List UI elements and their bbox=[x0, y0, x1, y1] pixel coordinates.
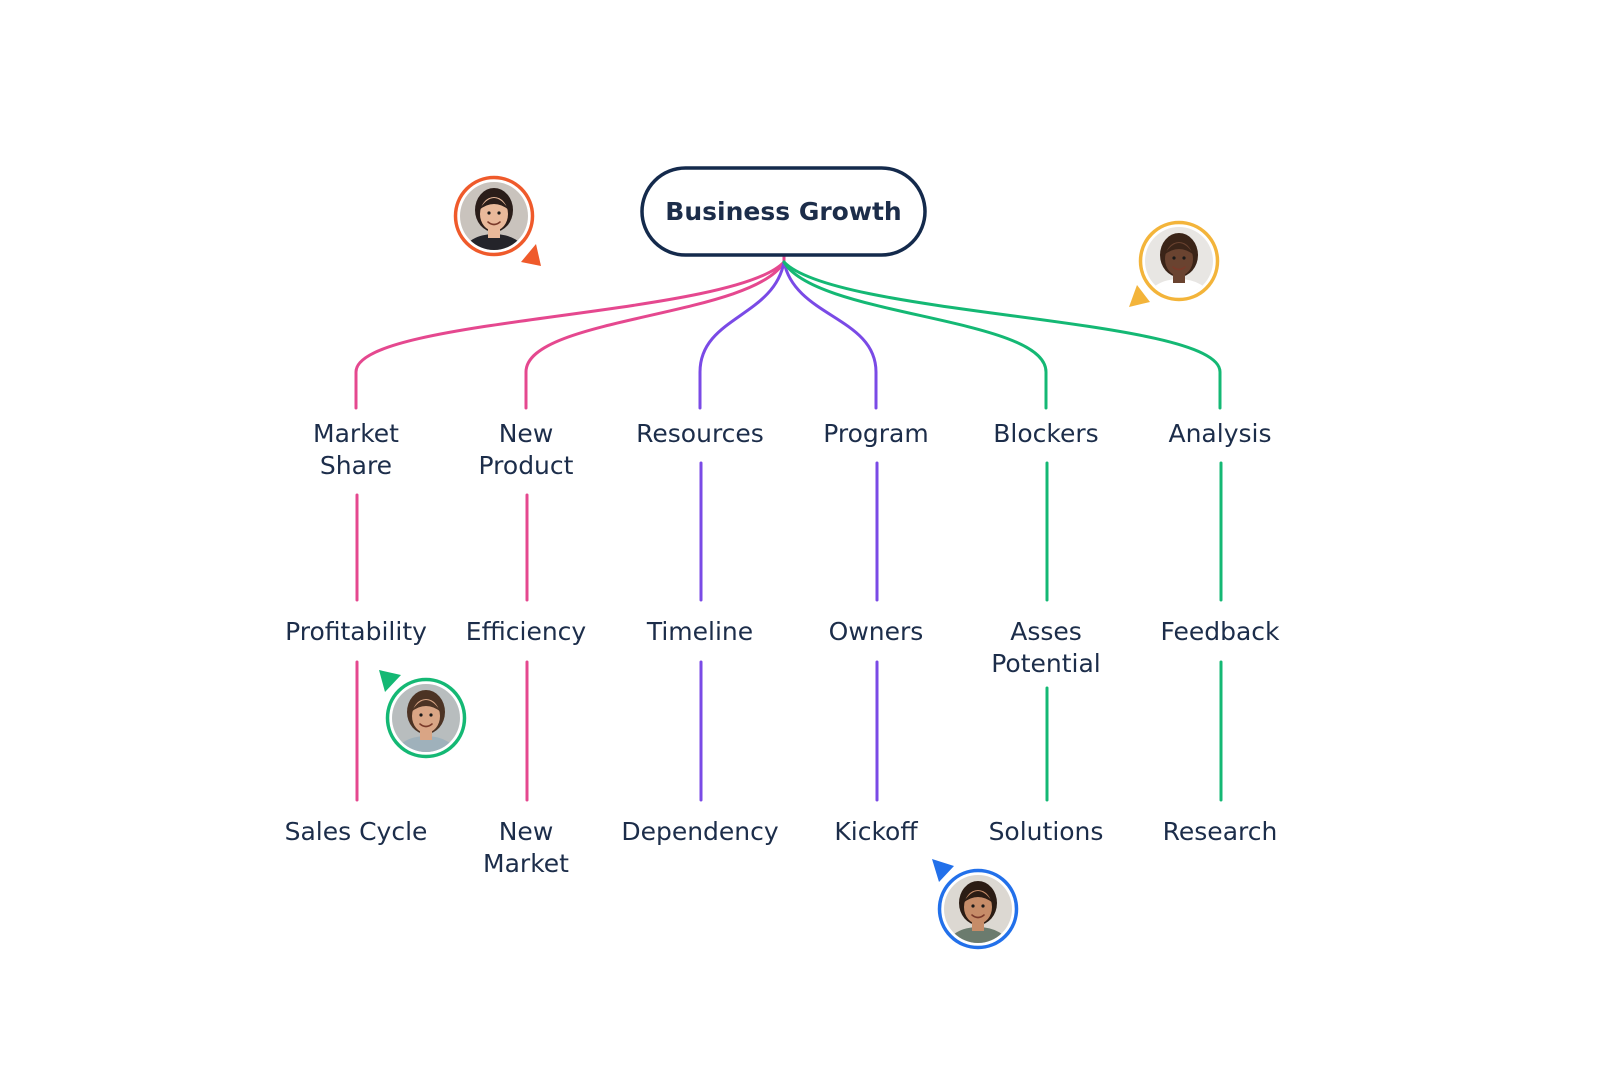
branch-connector bbox=[782, 260, 1222, 410]
branch-node[interactable]: Kickoff bbox=[834, 817, 918, 846]
node-label: Resources bbox=[636, 419, 764, 448]
node-label: Product bbox=[479, 451, 574, 480]
node-label: Feedback bbox=[1160, 617, 1280, 646]
branch-node[interactable]: Dependency bbox=[621, 817, 779, 846]
avatar-inner-ring bbox=[457, 179, 531, 253]
node-label: Market bbox=[483, 849, 569, 878]
node-label: Solutions bbox=[989, 817, 1104, 846]
node-label: Kickoff bbox=[834, 817, 918, 846]
avatar-inner-ring bbox=[1142, 224, 1216, 298]
branch-node[interactable]: Analysis bbox=[1168, 419, 1271, 448]
branch-node[interactable]: Research bbox=[1163, 817, 1278, 846]
avatar-photo bbox=[460, 182, 528, 250]
branch-node[interactable]: Resources bbox=[636, 419, 764, 448]
node-label: Owners bbox=[829, 617, 924, 646]
branch-connector bbox=[698, 260, 786, 410]
node-label: Dependency bbox=[621, 817, 779, 846]
branch-connector bbox=[524, 260, 786, 410]
cursor-pointer-icon bbox=[379, 670, 401, 692]
node-label: New bbox=[499, 817, 554, 846]
cursor-pointer-icon bbox=[932, 859, 954, 882]
avatar-ring bbox=[385, 677, 467, 759]
node-label: New bbox=[499, 419, 554, 448]
node-label: Potential bbox=[991, 649, 1101, 678]
avatar-ring bbox=[453, 175, 535, 257]
node-label: Research bbox=[1163, 817, 1278, 846]
avatar-photo bbox=[944, 875, 1012, 943]
branch-node[interactable]: Program bbox=[823, 419, 928, 448]
node-label: Share bbox=[320, 451, 392, 480]
avatar-photo bbox=[392, 684, 460, 752]
cursor-pointer-icon bbox=[521, 244, 541, 266]
root-node[interactable]: Business Growth bbox=[640, 166, 927, 257]
avatar-ring bbox=[937, 868, 1019, 950]
branch-node[interactable]: Timeline bbox=[646, 617, 753, 646]
node-label: Asses bbox=[1010, 617, 1082, 646]
branch-node[interactable]: Blockers bbox=[993, 419, 1098, 448]
connector-lines bbox=[354, 223, 1223, 802]
branch-connector bbox=[354, 260, 786, 410]
branch-connector bbox=[782, 260, 1048, 410]
node-label: Program bbox=[823, 419, 928, 448]
node-label: Market bbox=[313, 419, 399, 448]
node-label: Efficiency bbox=[466, 617, 587, 646]
avatar-photo bbox=[1145, 227, 1213, 295]
branch-node[interactable]: Owners bbox=[829, 617, 924, 646]
avatar-ring bbox=[1138, 220, 1220, 302]
node-label: Profitability bbox=[285, 617, 427, 646]
node-label: Sales Cycle bbox=[285, 817, 428, 846]
collaborator-man-smiling-avatar[interactable] bbox=[1129, 220, 1220, 316]
node-label: Analysis bbox=[1168, 419, 1271, 448]
branch-node[interactable]: Efficiency bbox=[466, 617, 587, 646]
collaborator-cursors bbox=[379, 175, 1220, 963]
collaborator-man-beard-avatar[interactable] bbox=[379, 670, 467, 772]
collaborator-woman-dark-hair-avatar[interactable] bbox=[453, 175, 542, 271]
avatar-inner-ring bbox=[389, 681, 463, 755]
node-label: Timeline bbox=[646, 617, 753, 646]
root-node-label: Business Growth bbox=[665, 197, 901, 226]
collaborator-woman-curly-hair-avatar[interactable] bbox=[932, 859, 1019, 963]
cursor-pointer-icon bbox=[1129, 285, 1150, 307]
branch-node[interactable]: Profitability bbox=[285, 617, 427, 646]
branch-connector bbox=[782, 260, 878, 410]
avatar-inner-ring bbox=[941, 872, 1015, 946]
branch-node[interactable]: Solutions bbox=[989, 817, 1104, 846]
root-node-frame bbox=[640, 166, 927, 257]
branch-node[interactable]: Sales Cycle bbox=[285, 817, 428, 846]
node-label: Blockers bbox=[993, 419, 1098, 448]
branch-node[interactable]: Feedback bbox=[1160, 617, 1280, 646]
